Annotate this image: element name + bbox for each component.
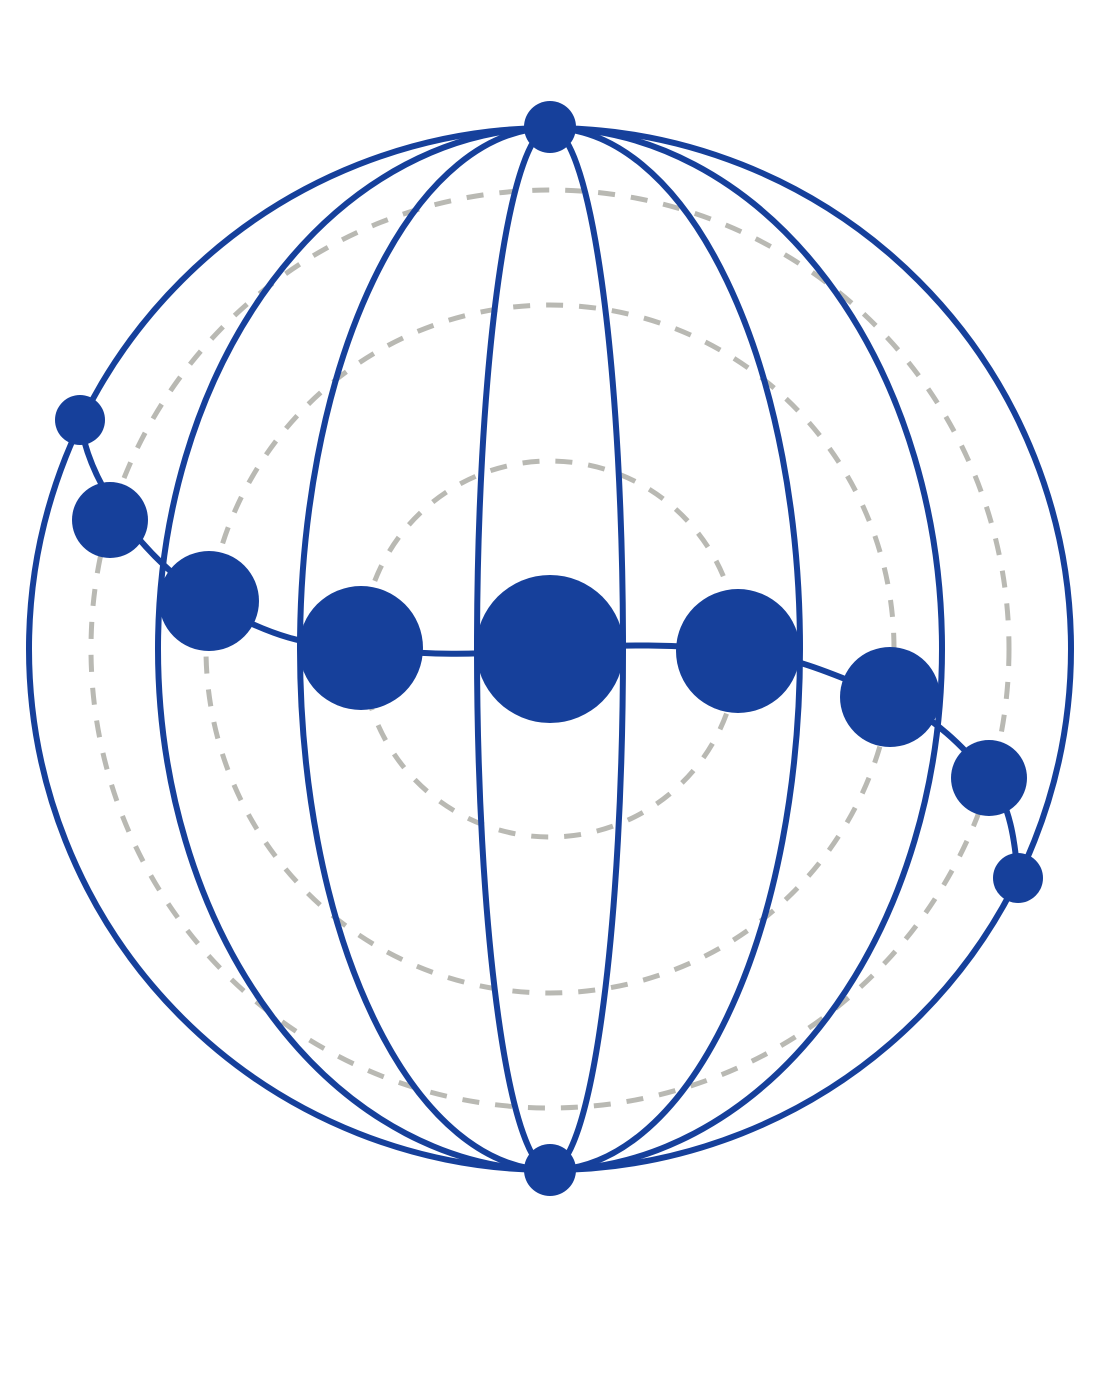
equator-nodes — [55, 395, 1043, 903]
north-pole-node — [524, 101, 576, 153]
equator-node — [72, 482, 148, 558]
equator-node — [299, 586, 423, 710]
equator-node — [476, 575, 624, 723]
equator-node — [840, 647, 940, 747]
equator-node — [159, 551, 259, 651]
equator-node — [951, 740, 1027, 816]
pole-nodes — [524, 101, 576, 1196]
equator-node — [55, 395, 105, 445]
latitude-ring-outer — [88, 187, 1012, 1111]
equator-node — [676, 589, 800, 713]
south-pole-node — [524, 1144, 576, 1196]
equator-node — [993, 853, 1043, 903]
